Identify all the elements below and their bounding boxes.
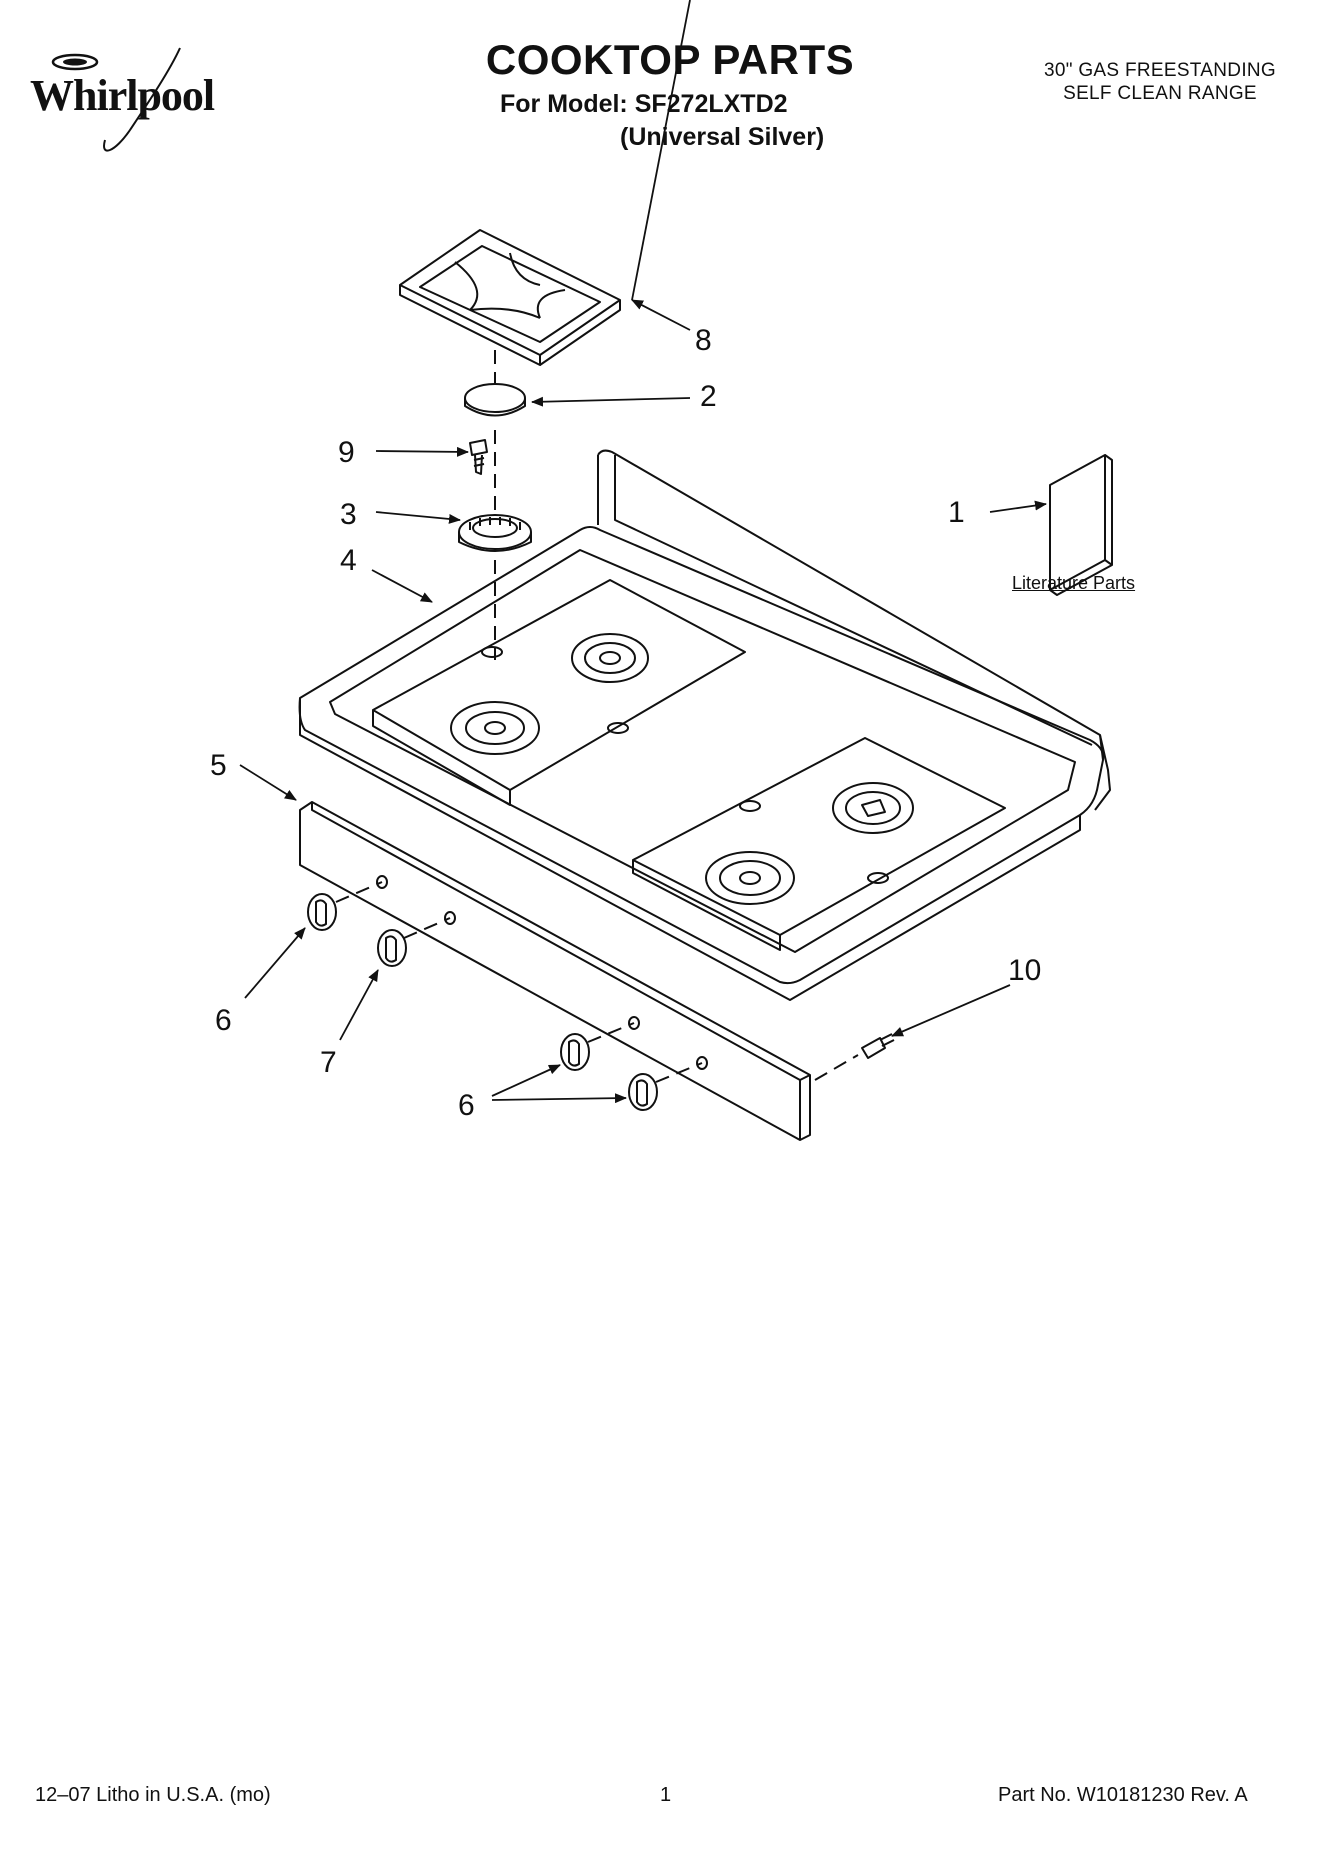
callout-7: 7	[320, 1046, 337, 1079]
page-title: COOKTOP PARTS	[485, 36, 855, 83]
callout-3: 3	[340, 498, 357, 531]
cooktop-panel	[298, 449, 1111, 1001]
finish-color: (Universal Silver)	[620, 123, 825, 151]
range-type-line1: 30" GAS FREESTANDING	[1044, 60, 1276, 81]
footer-litho: 12–07 Litho in U.S.A. (mo)	[35, 1784, 271, 1806]
callout-2: 2	[700, 380, 717, 413]
part-literature	[1049, 454, 1113, 596]
part-screw	[469, 439, 488, 475]
leader-arrows	[239, 0, 1047, 1104]
knob-right-rear	[560, 1033, 590, 1071]
part-burner-cap	[464, 383, 526, 417]
part-manifold-panel	[299, 801, 811, 1141]
callout-4: 4	[340, 544, 357, 577]
burner-front-right	[705, 851, 795, 905]
literature-parts-label: Literature Parts	[1012, 573, 1136, 593]
knob-left-rear	[377, 929, 407, 967]
callout-6-right: 6	[458, 1089, 475, 1122]
assembly-lines	[335, 350, 859, 1083]
part-screw-10	[861, 1033, 895, 1059]
callout-1: 1	[948, 496, 965, 529]
callout-9: 9	[338, 436, 355, 469]
logo-swoosh-icon	[51, 47, 181, 152]
knob-left-front	[307, 893, 337, 931]
burner-rear-left	[571, 633, 649, 683]
brand-logo	[30, 40, 270, 160]
part-grate	[399, 229, 621, 366]
range-type-line2: SELF CLEAN RANGE	[1063, 83, 1257, 104]
model-number: For Model: SF272LXTD2	[500, 90, 788, 118]
brand-name: Whirlpool	[30, 71, 215, 120]
callout-5: 5	[210, 749, 227, 782]
footer-part-number: Part No. W10181230 Rev. A	[998, 1784, 1248, 1806]
part-burner-base	[458, 514, 532, 552]
page-number: 1	[660, 1784, 672, 1806]
burner-front-left	[450, 701, 540, 755]
callout-8: 8	[695, 324, 712, 357]
knob-right-front	[628, 1073, 658, 1111]
callout-10: 10	[1008, 954, 1041, 987]
callout-6-left: 6	[215, 1004, 232, 1037]
burner-rear-right	[832, 782, 914, 834]
